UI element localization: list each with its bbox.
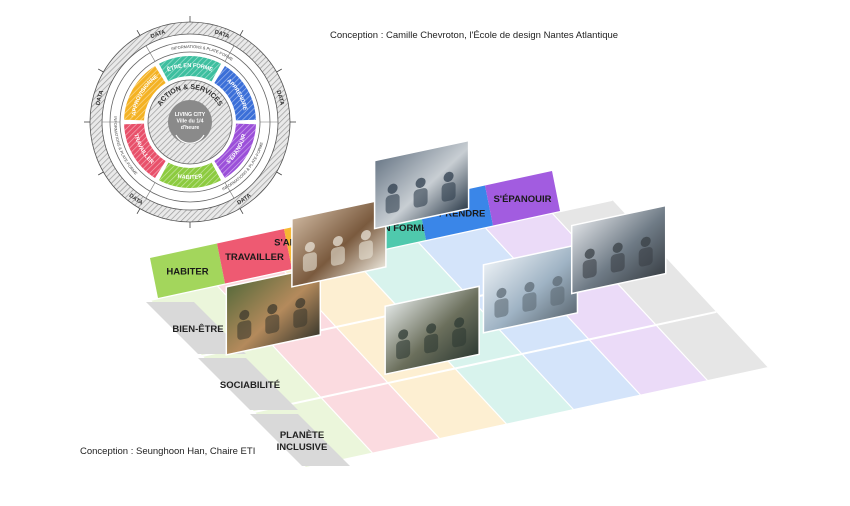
column-label: HABITER: [166, 266, 208, 277]
photo-habiter-house-keys: [225, 265, 322, 356]
wheel-segment-label: HABITER: [177, 174, 203, 181]
row-label: BIEN-ÊTRE: [172, 323, 223, 335]
row-label: PLANÈTE: [280, 430, 324, 441]
person-icon: [552, 275, 563, 287]
person-icon: [360, 230, 371, 241]
column-header: [485, 171, 560, 226]
photo-team-meeting: [384, 285, 480, 376]
center-label-line: d'heure: [181, 125, 200, 131]
person-icon: [239, 309, 250, 321]
person-icon: [304, 241, 315, 253]
data-label: DATA: [214, 29, 231, 40]
center-label-line: LIVING CITY: [175, 112, 206, 118]
person-icon: [415, 177, 426, 188]
data-label: DATA: [150, 29, 167, 40]
column-label: APPRENDRE: [426, 208, 486, 219]
column-label: TRAVAILLER: [225, 252, 284, 263]
row-label: INCLUSIVE: [277, 442, 328, 453]
cycle-arrow-icon: [175, 134, 205, 144]
person-icon: [398, 329, 409, 340]
row-label: SOCIABILITÉ: [220, 380, 280, 391]
person-icon: [496, 287, 507, 299]
caption-top: Conception : Camille Chevroton, l'École …: [330, 30, 619, 41]
center-label-line: Ville du 1/4: [176, 119, 203, 125]
row-tab: [250, 414, 350, 466]
row-tab: [198, 358, 298, 410]
data-label: DATA: [275, 90, 285, 107]
person-icon: [295, 298, 306, 309]
person-icon: [612, 242, 623, 253]
person-icon: [387, 183, 398, 194]
person-icon: [454, 317, 465, 328]
person-icon: [426, 323, 437, 334]
center-disc: [168, 100, 212, 144]
caption-bottom: Conception : Seunghoon Han, Chaire ETI: [80, 446, 256, 457]
column-header: [217, 229, 292, 284]
column-header: [150, 243, 225, 298]
photo-signing-document: [482, 243, 579, 334]
person-icon: [267, 303, 278, 315]
photo-cooking-together: [291, 197, 387, 288]
person-icon: [640, 236, 651, 247]
person-icon: [332, 235, 343, 247]
person-icon: [443, 171, 454, 182]
data-label: DATA: [95, 89, 105, 106]
photo-yoga-class: [570, 204, 667, 295]
column-label: S'ÉPANOUIR: [493, 194, 551, 205]
wheel-segment-label: ÊTRE EN FORME: [166, 63, 214, 74]
person-icon: [584, 248, 595, 259]
photo-classroom-computers: [373, 139, 470, 230]
row-tab: [146, 302, 246, 354]
person-icon: [524, 281, 535, 293]
